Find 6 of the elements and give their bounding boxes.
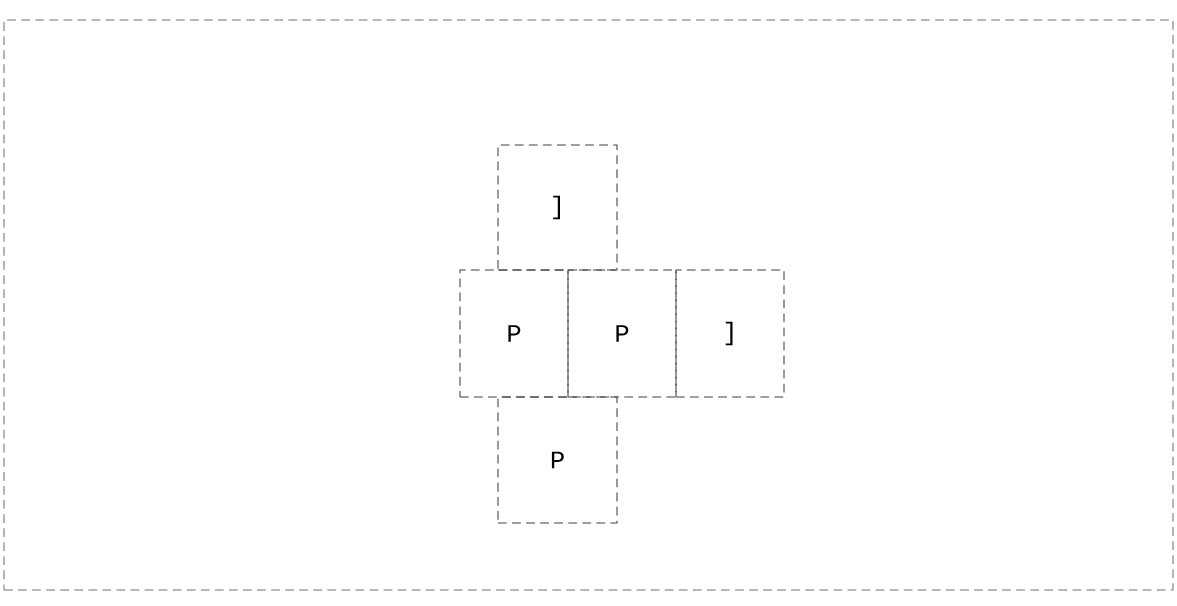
cell-box: P [497,396,618,524]
cell-box: ] [497,144,618,271]
frame-box [3,19,1174,591]
cell-box: P [567,269,677,398]
cell-box: P [459,269,569,398]
cell-box: ] [675,269,785,398]
